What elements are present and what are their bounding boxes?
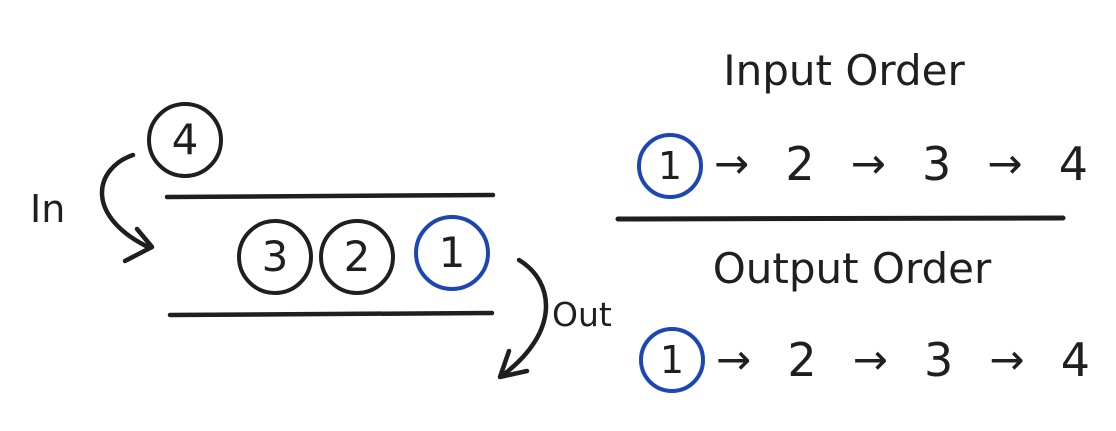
- out-arrow-shaft: [500, 257, 549, 378]
- right-arrow-glyph: →: [852, 335, 888, 384]
- input-sequence-first-circle-highlighted: 1: [637, 133, 703, 199]
- output-sequence-value: 3: [924, 333, 954, 387]
- queue-bottom-line: [167, 310, 495, 318]
- input-order-sequence: → 2 → 3 → 4: [714, 128, 1088, 200]
- output-order-heading: Output Order: [712, 244, 992, 293]
- out-label: Out: [552, 295, 612, 334]
- input-sequence-value: 3: [922, 137, 952, 191]
- queue-top-line: [164, 192, 496, 200]
- right-arrow-glyph: →: [987, 139, 1023, 188]
- queue-item-circle: 2: [319, 219, 395, 295]
- right-arrow-glyph: →: [716, 335, 752, 384]
- input-sequence-value: 4: [1058, 137, 1088, 191]
- right-arrow-glyph: →: [850, 139, 886, 188]
- output-sequence-value: 1: [659, 338, 685, 382]
- out-arrow-head: [497, 348, 530, 380]
- order-divider-line: [615, 215, 1066, 222]
- queue-incoming-item-circle: 4: [147, 102, 223, 178]
- queue-item-value: 2: [343, 232, 371, 281]
- queue-item-circle: 3: [237, 219, 313, 295]
- in-arrow-shaft: [99, 152, 149, 249]
- right-arrow-glyph: →: [714, 139, 750, 188]
- queue-item-value: 3: [261, 232, 289, 281]
- input-order-heading: Input Order: [723, 46, 965, 95]
- queue-item-value: 1: [438, 228, 466, 277]
- queue-front-item-circle-highlighted: 1: [414, 215, 490, 291]
- queue-incoming-item-value: 4: [171, 115, 199, 164]
- output-sequence-value: 2: [787, 333, 817, 387]
- output-order-sequence: → 2 → 3 → 4: [716, 322, 1090, 398]
- right-arrow-glyph: →: [989, 335, 1025, 384]
- in-arrow-head: [122, 226, 155, 264]
- output-sequence-first-circle-highlighted: 1: [639, 327, 705, 393]
- input-sequence-value: 2: [785, 137, 815, 191]
- in-label: In: [30, 187, 66, 231]
- input-sequence-value: 1: [657, 144, 683, 188]
- output-sequence-value: 4: [1060, 333, 1090, 387]
